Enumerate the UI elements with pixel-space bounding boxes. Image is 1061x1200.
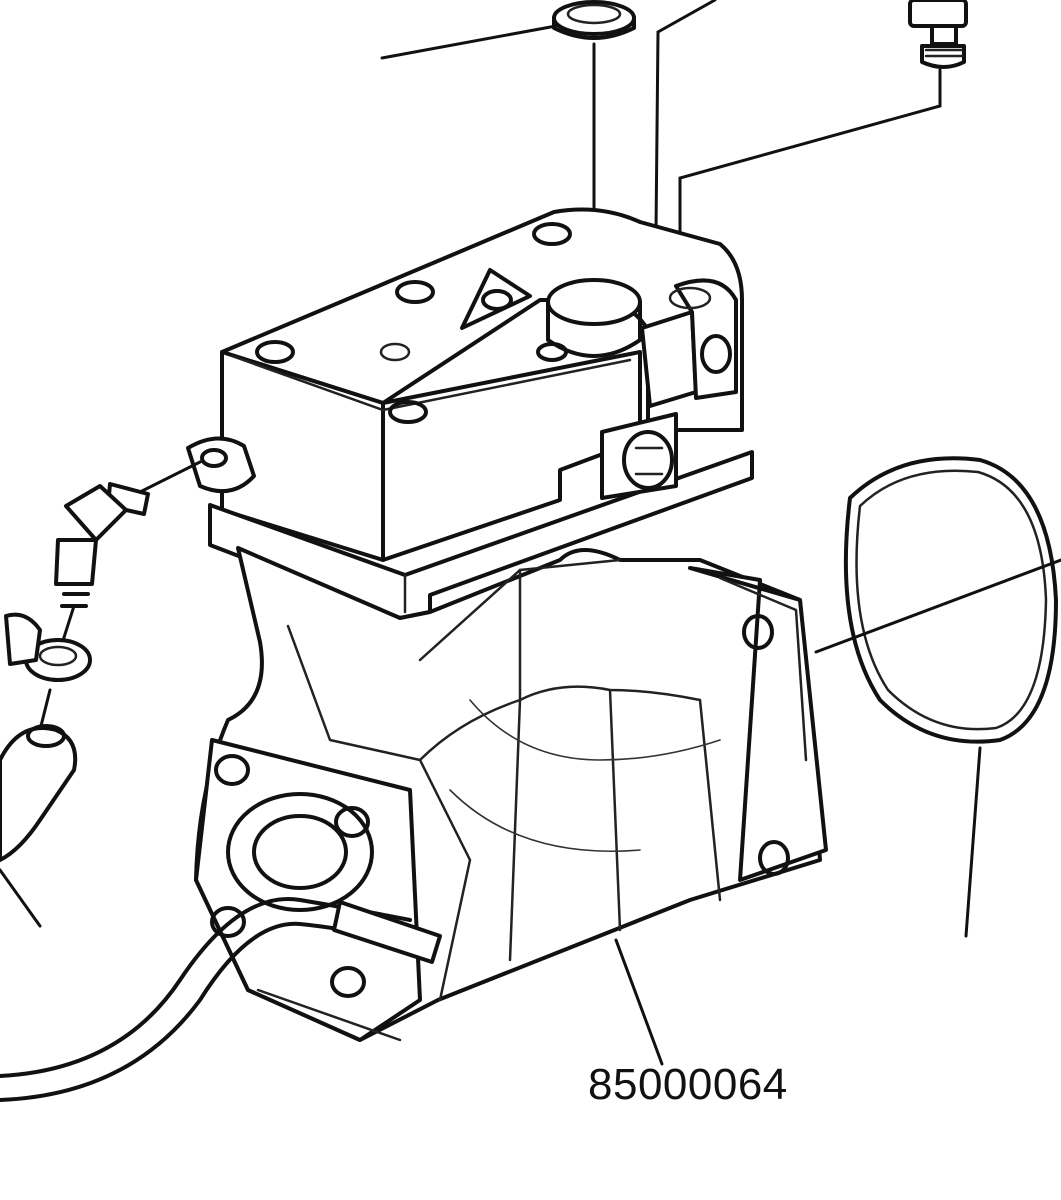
part-number-label: 85000064 [588,1060,788,1109]
crankcase-body [194,546,828,1042]
left-fitting-assembly [0,436,256,928]
pipe-end-fitting [332,900,442,964]
o-ring-seal [843,456,1058,744]
top-right-fitting [908,0,968,69]
cylinder-head [220,207,744,562]
leader-line-part-number [614,938,664,1066]
top-washer [552,0,636,40]
head-gasket-plate [208,412,754,620]
leader-line-top-left [380,24,558,60]
leader-line-o-ring-down [964,746,982,938]
leader-line-o-ring [814,558,1061,654]
